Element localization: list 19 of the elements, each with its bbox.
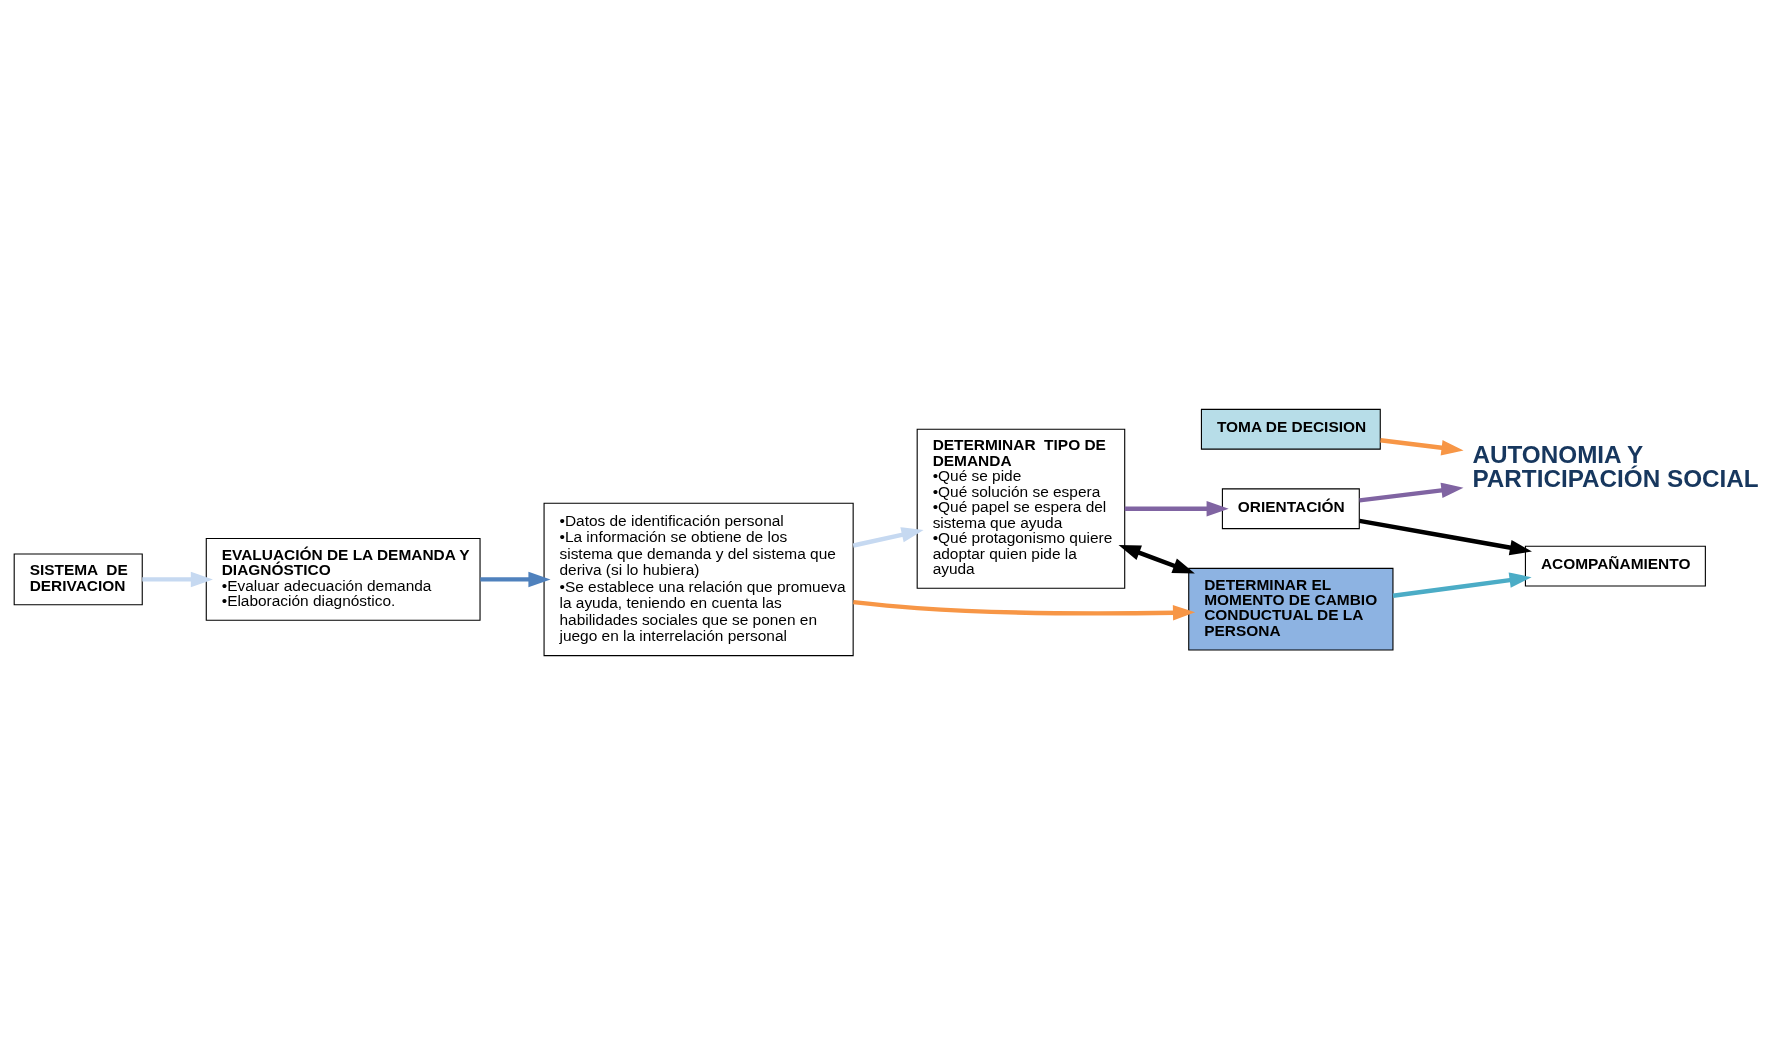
node-text: AUTONOMIA Y PARTICIPACIÓN SOCIAL [1471,440,1759,492]
arrow [1358,482,1463,503]
node-box: SISTEMA DE DERIVACION [13,553,143,605]
node-box: DETERMINAR TIPO DE DEMANDA •Qué se pide •Qué solución se espera •Qué papel se espera del sistema que ayuda •Qué protagonismo quiere adoptar quien pide la ayuda [916,428,1125,589]
node-box: EVALUACIÓN DE LA DEMANDA Y DIAGNÓSTICO •Evaluar adecuación demanda •Elaboración diagnóstico. [205,537,481,621]
arrow [141,571,213,587]
arrow [852,526,924,548]
arrow [1118,544,1195,574]
node-box: •Datos de identificación personal •La información se obtiene de los sistema que demanda y del sistema que deriva (si lo hubiera) •Se establece una relación que promueva la ayuda, teniendo en cuenta las habilidades sociales que se ponen en juego en la interrelación personal [543,502,854,656]
node-box: DETERMINAR EL MOMENTO DE CAMBIO CONDUCTUAL DE LA PERSONA [1187,567,1393,651]
node-box: ORIENTACIÓN [1221,487,1360,529]
arrow [1358,518,1532,555]
node-box: ACOMPAÑAMIENTO [1524,545,1706,587]
arrow [1124,500,1229,516]
arrow [1379,437,1464,455]
arrow [479,571,551,587]
node-box: TOMA DE DECISION [1200,408,1381,450]
arrow [1392,571,1532,598]
arrow [852,599,1195,620]
